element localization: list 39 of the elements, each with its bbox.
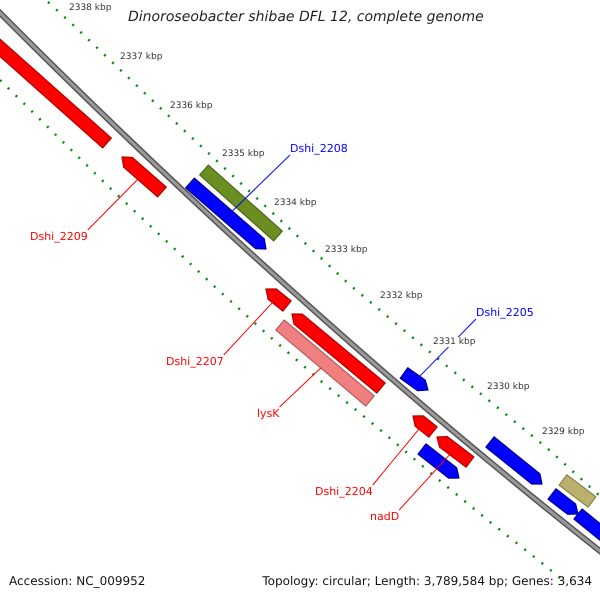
title: Dinoroseobacter shibae DFL 12, complete genome [128, 9, 484, 25]
gene-feature [121, 156, 167, 198]
gene-feature [573, 508, 600, 541]
leader-line [232, 154, 290, 212]
gene-feature [412, 415, 438, 438]
gene-feature [185, 178, 267, 250]
gene-label: Dshi_2207 [166, 355, 224, 368]
gene-label: Dshi_2205 [476, 306, 534, 319]
scale-label: 2337 kbp [120, 52, 162, 62]
leader-line [372, 428, 420, 486]
scale-label: 2332 kbp [380, 291, 422, 301]
leader-line [87, 178, 138, 230]
scale-label: 2335 kbp [222, 149, 264, 159]
leader-line [223, 302, 273, 356]
gene-bar [275, 319, 375, 407]
accession-text: Accession: NC_009952 [9, 574, 146, 588]
gene-feature [436, 436, 474, 468]
gene-bar [558, 474, 596, 508]
gene-label: Dshi_2204 [315, 485, 373, 498]
gene-feature [485, 436, 543, 485]
scale-label: 2330 kbp [487, 382, 530, 392]
gene-label: Dshi_2209 [30, 230, 88, 243]
leader-line [279, 367, 322, 408]
scale-label: 2331 kbp [433, 337, 476, 347]
scale-label: 2334 kbp [274, 198, 316, 208]
gene-label: nadD [370, 510, 400, 523]
scale-label: 2329 kbp [542, 427, 584, 437]
gene-label: Dshi_2208 [290, 142, 348, 155]
genome-info-text: Topology: circular; Length: 3,789,584 bp; Genes: 3,634 [262, 574, 592, 588]
gene-feature [417, 443, 460, 479]
gene-feature [547, 488, 579, 515]
gene-feature [400, 367, 429, 392]
scale-label: 2333 kbp [325, 245, 368, 255]
leader-line [398, 454, 450, 510]
gene-feature [291, 313, 386, 394]
gene-label: lysK [257, 407, 280, 420]
scale-label: 2338 kbp [69, 3, 112, 13]
scale-label: 2336 kbp [170, 101, 212, 111]
gene-feature [265, 288, 292, 312]
